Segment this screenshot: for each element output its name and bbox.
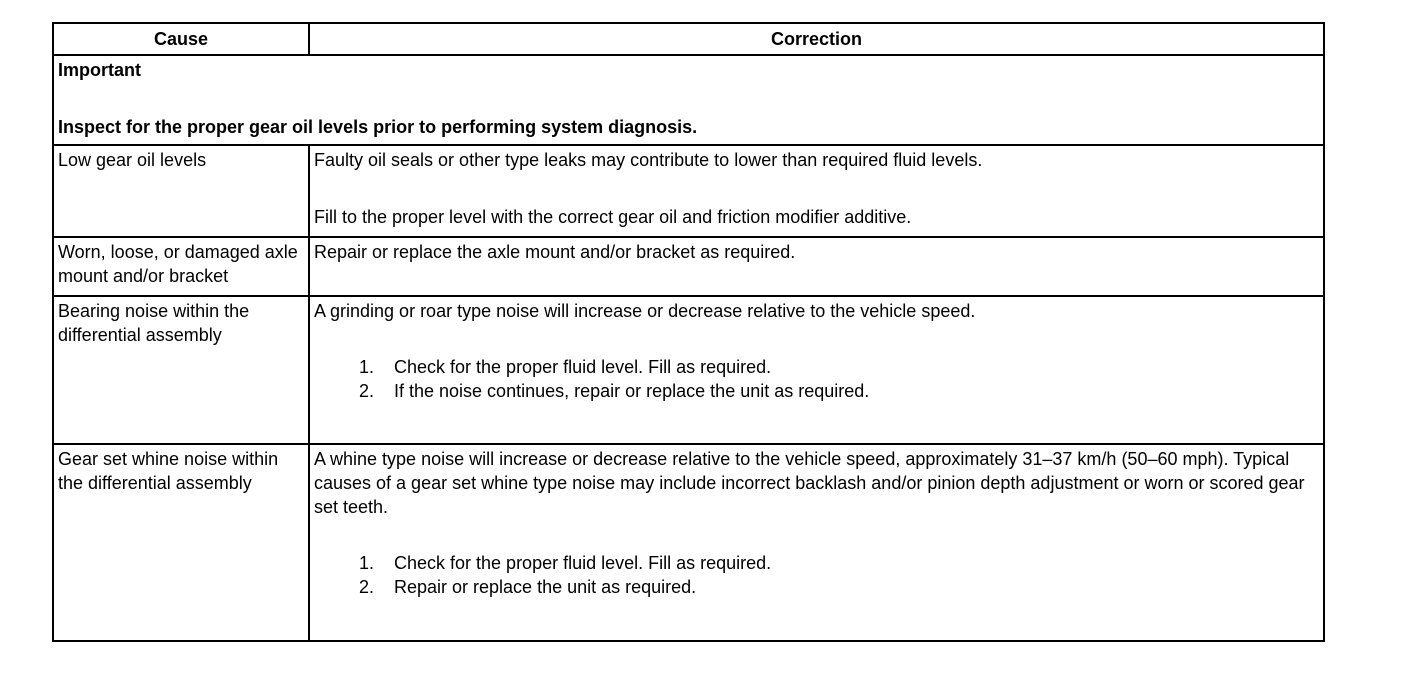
correction-text: Faulty oil seals or other type leaks may…: [314, 150, 983, 170]
important-text: Inspect for the proper gear oil levels p…: [58, 117, 698, 137]
table-row: Bearing noise within the differential as…: [52, 295, 1325, 445]
step-number: 2.: [358, 577, 374, 597]
important-label: Important: [58, 60, 141, 80]
correction-cell: A grinding or roar type noise will incre…: [308, 295, 1325, 445]
step-text: Check for the proper fluid level. Fill a…: [394, 553, 772, 573]
important-row: Important Inspect for the proper gear oi…: [52, 54, 1325, 146]
header-correction: Correction: [308, 22, 1325, 56]
cause-cell: Worn, loose, or damaged axle mount and/o…: [52, 236, 310, 297]
correction-text: Fill to the proper level with the correc…: [314, 207, 912, 227]
list-item: 2. If the noise continues, repair or repl…: [314, 379, 1319, 403]
header-row: Cause Correction: [52, 22, 1325, 56]
list-item: 1. Check for the proper fluid level. Fill…: [314, 551, 1319, 575]
correction-cell: A whine type noise will increase or decr…: [308, 443, 1325, 642]
step-text: Repair or replace the unit as required.: [394, 577, 697, 597]
step-number: 1.: [358, 357, 374, 377]
correction-cell: Repair or replace the axle mount and/or …: [308, 236, 1325, 297]
step-number: 1.: [358, 553, 374, 573]
step-number: 2.: [358, 381, 374, 401]
table-row: Worn, loose, or damaged axle mount and/o…: [52, 236, 1325, 297]
correction-cell: Faulty oil seals or other type leaks may…: [308, 144, 1325, 238]
table-row: Low gear oil levels Faulty oil seals or …: [52, 144, 1325, 238]
important-note: Important Inspect for the proper gear oi…: [52, 54, 1325, 146]
cause-cell: Low gear oil levels: [52, 144, 310, 238]
diagnostic-table: Cause Correction Important Inspect for t…: [52, 22, 1325, 642]
list-item: 1. Check for the proper fluid level. Fill…: [314, 355, 1319, 379]
steps-list: 1. Check for the proper fluid level. Fill…: [314, 551, 1319, 599]
correction-text: A whine type noise will increase or decr…: [314, 449, 1305, 517]
table-row: Gear set whine noise within the differen…: [52, 443, 1325, 642]
correction-text: A grinding or roar type noise will incre…: [314, 301, 976, 321]
correction-text: Repair or replace the axle mount and/or …: [314, 242, 796, 262]
cause-cell: Bearing noise within the differential as…: [52, 295, 310, 445]
cause-cell: Gear set whine noise within the differen…: [52, 443, 310, 642]
step-text: If the noise continues, repair or replac…: [394, 381, 870, 401]
step-text: Check for the proper fluid level. Fill a…: [394, 357, 772, 377]
list-item: 2. Repair or replace the unit as required…: [314, 575, 1319, 599]
steps-list: 1. Check for the proper fluid level. Fill…: [314, 355, 1319, 403]
header-cause: Cause: [52, 22, 310, 56]
